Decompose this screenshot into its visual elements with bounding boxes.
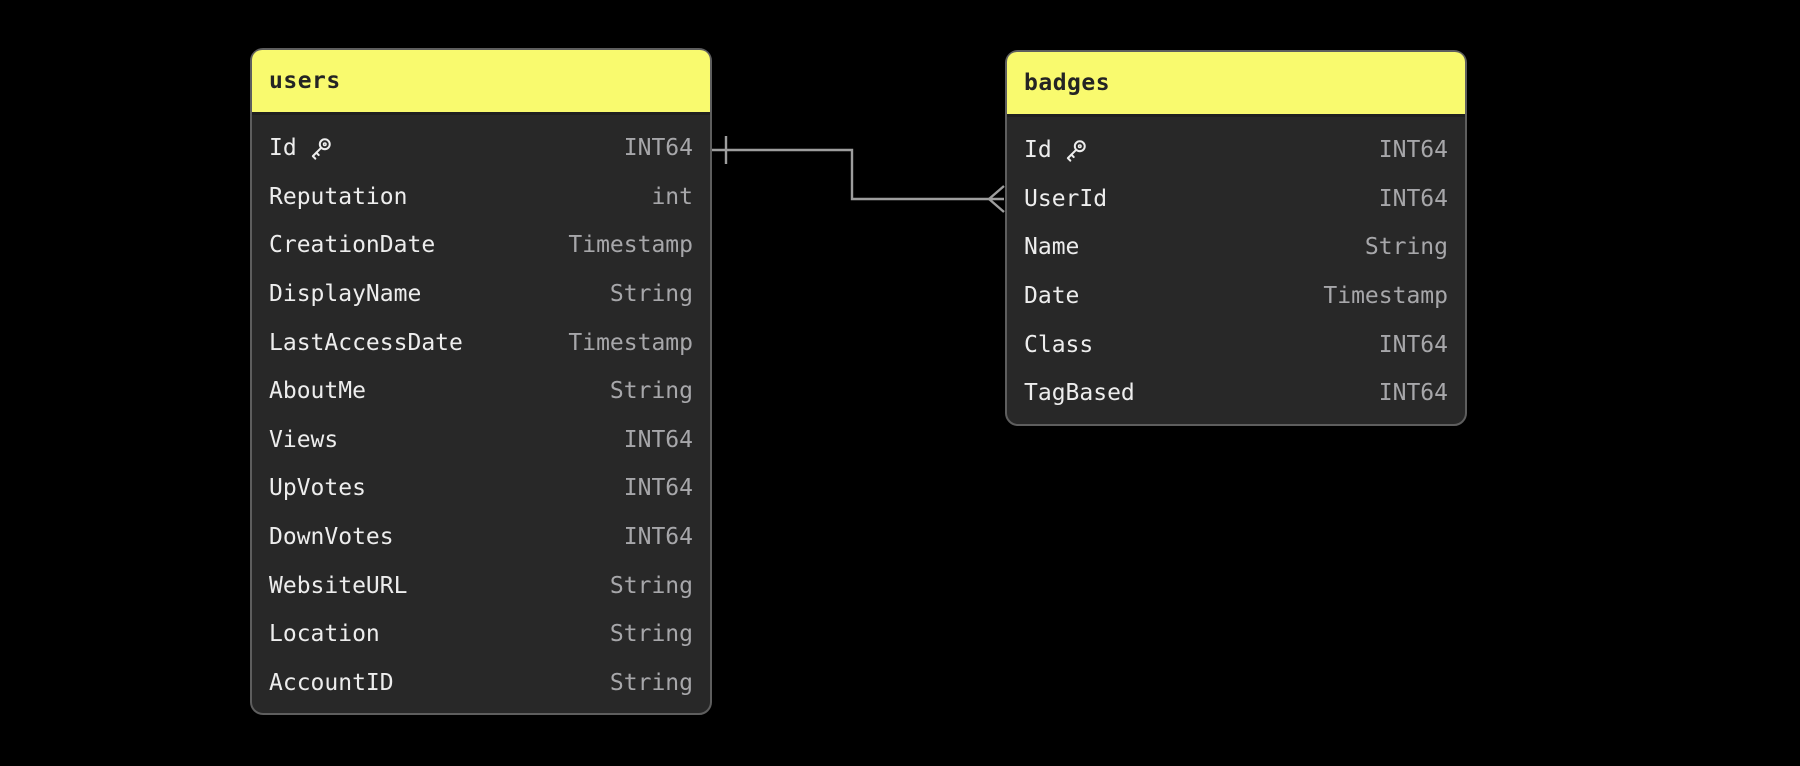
- column-name: AccountID: [269, 669, 394, 696]
- column-name: Id: [1024, 137, 1052, 164]
- column-name: Name: [1024, 234, 1080, 261]
- column-type: INT64: [623, 135, 693, 162]
- table-row[interactable]: UpVotes INT64: [252, 464, 710, 513]
- column-name: Date: [1024, 283, 1080, 310]
- table-users[interactable]: users Id INT64 Reputation int CreationDa…: [250, 48, 712, 716]
- table-row[interactable]: TagBased INT64: [1007, 369, 1465, 418]
- column-name: UserId: [1024, 185, 1108, 212]
- table-title: badges: [1024, 70, 1111, 96]
- column-name: DisplayName: [269, 281, 422, 308]
- column-name: Reputation: [269, 183, 408, 210]
- column-type: String: [609, 281, 693, 308]
- table-row[interactable]: CreationDate Timestamp: [252, 221, 710, 270]
- table-row[interactable]: LastAccessDate Timestamp: [252, 318, 710, 367]
- column-name: AboutMe: [269, 378, 366, 405]
- column-type: INT64: [623, 426, 693, 453]
- table-row[interactable]: Id INT64: [252, 124, 710, 173]
- table-row[interactable]: AboutMe String: [252, 367, 710, 416]
- table-body-badges: Id INT64 UserId INT64 Name String Date T…: [1007, 117, 1465, 424]
- relationship-edge[interactable]: [712, 148, 989, 201]
- column-type: String: [609, 378, 693, 405]
- key-icon: [1066, 140, 1086, 162]
- column-name: Location: [269, 621, 380, 648]
- column-type: INT64: [623, 475, 693, 502]
- column-type: INT64: [1378, 137, 1448, 164]
- table-row[interactable]: Location String: [252, 610, 710, 659]
- column-name: Id: [269, 135, 297, 162]
- column-name: UpVotes: [269, 475, 366, 502]
- column-type: String: [1364, 234, 1448, 261]
- table-row[interactable]: Class INT64: [1007, 320, 1465, 369]
- table-body-users: Id INT64 Reputation int CreationDate Tim…: [252, 115, 710, 713]
- table-header-users[interactable]: users: [252, 50, 710, 115]
- table-row[interactable]: Views INT64: [252, 416, 710, 465]
- key-icon: [311, 138, 331, 160]
- table-title: users: [269, 68, 341, 94]
- table-badges[interactable]: badges Id INT64 UserId INT64 Name String…: [1005, 50, 1467, 426]
- column-name: DownVotes: [269, 524, 394, 551]
- column-name: WebsiteURL: [269, 572, 408, 599]
- table-row[interactable]: UserId INT64: [1007, 175, 1465, 224]
- table-row[interactable]: Id INT64: [1007, 126, 1465, 175]
- column-type: INT64: [1378, 185, 1448, 212]
- column-name: TagBased: [1024, 380, 1135, 407]
- column-name: Views: [269, 426, 339, 453]
- column-type: String: [609, 669, 693, 696]
- column-type: String: [609, 572, 693, 599]
- column-type: String: [609, 621, 693, 648]
- column-type: INT64: [1378, 331, 1448, 358]
- column-type: int: [651, 183, 693, 210]
- table-row[interactable]: Date Timestamp: [1007, 272, 1465, 321]
- column-type: Timestamp: [568, 232, 693, 259]
- column-type: INT64: [623, 524, 693, 551]
- column-type: Timestamp: [1323, 283, 1448, 310]
- column-type: INT64: [1378, 380, 1448, 407]
- table-row[interactable]: DisplayName String: [252, 270, 710, 319]
- table-row[interactable]: AccountID String: [252, 659, 710, 708]
- cardinality-many-crowfoot-marker: [988, 185, 1005, 213]
- column-name: CreationDate: [269, 232, 436, 259]
- column-name: LastAccessDate: [269, 329, 463, 356]
- table-row[interactable]: Name String: [1007, 223, 1465, 272]
- column-name: Class: [1024, 331, 1094, 358]
- table-row[interactable]: WebsiteURL String: [252, 561, 710, 610]
- table-header-badges[interactable]: badges: [1007, 52, 1465, 117]
- table-row[interactable]: Reputation int: [252, 173, 710, 222]
- column-type: Timestamp: [568, 329, 693, 356]
- table-row[interactable]: DownVotes INT64: [252, 513, 710, 562]
